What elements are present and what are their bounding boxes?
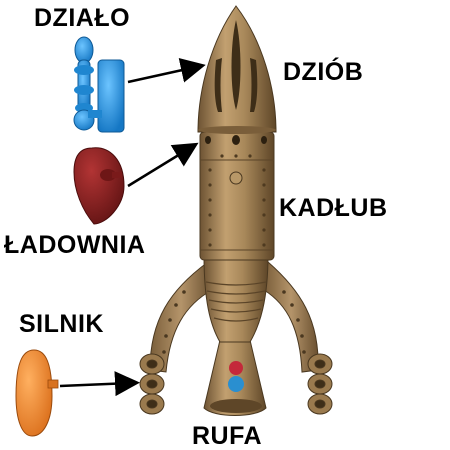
engine-part bbox=[15, 349, 59, 437]
inner-blue-ball bbox=[228, 376, 244, 392]
right-fin bbox=[263, 261, 319, 373]
arrow-to-nose bbox=[127, 58, 206, 84]
label-nose: DZIÓB bbox=[283, 58, 364, 86]
hull-button bbox=[229, 171, 243, 185]
hull-cylinder bbox=[199, 131, 275, 261]
lower-body bbox=[203, 254, 269, 343]
label-cannon: DZIAŁO bbox=[34, 4, 131, 32]
cannon-part bbox=[73, 36, 125, 133]
label-cargo-hold: ŁADOWNIA bbox=[4, 231, 146, 259]
left-fin-rings bbox=[139, 353, 165, 415]
label-engine: SILNIK bbox=[19, 310, 104, 338]
label-hull: KADŁUB bbox=[279, 194, 388, 222]
label-stern: RUFA bbox=[192, 422, 263, 450]
inner-red-ball bbox=[229, 361, 243, 375]
arrow-to-fins bbox=[59, 371, 140, 397]
arrows bbox=[59, 58, 206, 397]
cargo-part bbox=[73, 147, 125, 225]
right-fin-rings bbox=[307, 353, 333, 415]
rocket bbox=[139, 5, 333, 416]
arrow-to-hull bbox=[127, 142, 199, 188]
